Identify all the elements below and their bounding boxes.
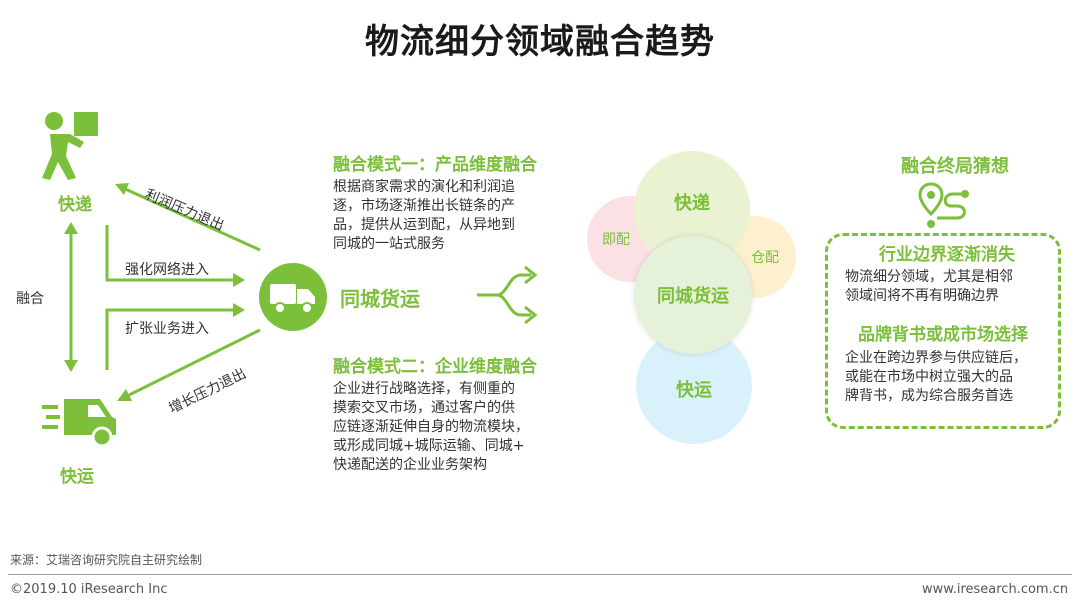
- endgame-text2-line: 或能在市场中树立强大的品: [845, 369, 1013, 385]
- label-network-entry: 强化网络进入: [125, 262, 209, 278]
- freight-truck-icon: [42, 399, 116, 448]
- label-expansion-entry: 扩张业务进入: [125, 321, 209, 337]
- mode1-line: 同城的一站式服务: [333, 236, 445, 252]
- endgame-head1: 行业边界逐渐消失: [858, 240, 1036, 265]
- mode1-description: 根据商家需求的演化和利润追 逐，市场逐渐推出长链条的产 品，提供从运到配，从异地…: [333, 178, 583, 254]
- mode2-title: 融合模式二：企业维度融合: [333, 357, 537, 377]
- bubble-warehouse-delivery-label: 仓配: [751, 250, 779, 266]
- center-node-intracity: 同城货运: [340, 287, 420, 311]
- bubble-express-label: 快递: [674, 193, 710, 214]
- mode2-line: 企业进行战略选择，有侧重的: [333, 381, 515, 397]
- courier-icon: [42, 112, 98, 180]
- mode1-title: 融合模式一：产品维度融合: [333, 155, 537, 175]
- bubble-freight-label: 快运: [676, 380, 712, 401]
- split-arrow-icon: [477, 265, 538, 325]
- endgame-head2: 品牌背书或成市场选择: [858, 325, 1028, 345]
- endgame-text1: 物流细分领域，尤其是相邻 领域间将不再有明确边界: [845, 268, 1055, 306]
- mode2-line: 应链逐渐延伸自身的物流模块，: [333, 419, 529, 435]
- endgame-text2-line: 企业在跨边界参与供应链后，: [845, 350, 1027, 366]
- node-express-top: 快递: [58, 195, 92, 215]
- mode1-line: 逐，市场逐渐推出长链条的产: [333, 198, 515, 214]
- endgame-dashed-box: [825, 233, 1061, 429]
- mode2-line: 摸索交叉市场，通过客户的供: [333, 400, 515, 416]
- mode2-line: 快递配送的企业业务架构: [333, 457, 487, 473]
- node-freight-bottom: 快运: [60, 467, 94, 487]
- mode2-line: 或形成同城+城际运输、同城+: [333, 438, 525, 454]
- fusion-label: 融合: [16, 291, 44, 307]
- vertical-double-arrow: [64, 222, 78, 372]
- copyright: ©2019.10 iResearch Inc: [10, 582, 168, 597]
- endgame-title: 融合终局猜想: [901, 156, 1009, 177]
- route-map-icon: [918, 182, 969, 228]
- endgame-text2-line: 牌背书，成为综合服务首选: [845, 388, 1013, 404]
- footer-divider: [8, 574, 1072, 575]
- bubble-intracity: 同城货运: [634, 236, 752, 354]
- mode1-line: 根据商家需求的演化和利润追: [333, 179, 515, 195]
- bubble-instant-delivery-label: 即配: [602, 232, 630, 248]
- endgame-text2: 企业在跨边界参与供应链后， 或能在市场中树立强大的品 牌背书，成为综合服务首选: [845, 349, 1060, 406]
- mode1-line: 品，提供从运到配，从异地到: [333, 217, 515, 233]
- endgame-title-wrap: 融合终局猜想: [860, 152, 1050, 178]
- page-title: 物流细分领域融合趋势: [365, 22, 715, 62]
- intracity-truck-icon: [259, 263, 327, 331]
- source-note: 来源：艾瑞咨询研究院自主研究绘制: [10, 553, 203, 567]
- mode2-description: 企业进行战略选择，有侧重的 摸索交叉市场，通过客户的供 应链逐渐延伸自身的物流模…: [333, 380, 583, 475]
- bubble-intracity-label: 同城货运: [657, 286, 729, 307]
- endgame-text1-line: 领域间将不再有明确边界: [845, 288, 999, 304]
- flow-arrows: [105, 183, 261, 401]
- endgame-text1-line: 物流细分领域，尤其是相邻: [845, 269, 1013, 285]
- website: www.iresearch.com.cn: [922, 582, 1069, 597]
